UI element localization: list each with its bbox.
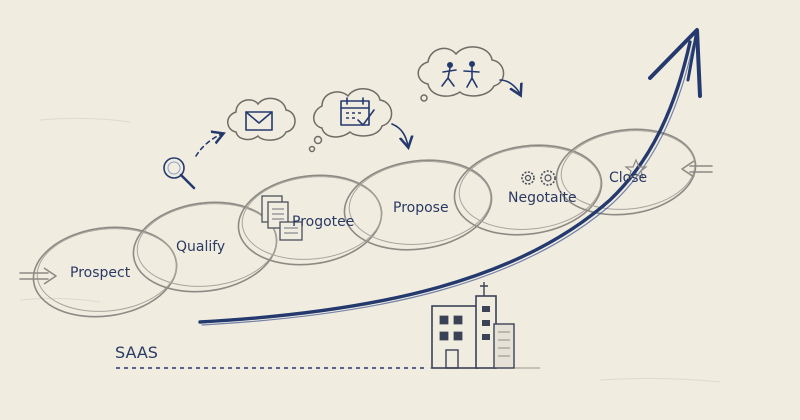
stage-label-prospect: Prospect — [70, 265, 131, 281]
stage-loop-propose — [343, 159, 493, 251]
stage-loop-close — [555, 128, 697, 216]
envelope-cloud — [227, 97, 296, 141]
magnifier-icon — [163, 157, 196, 190]
arrow-return-icon — [681, 160, 713, 178]
people-meeting-icon — [441, 61, 480, 88]
stage-loops — [32, 128, 697, 318]
growth-arrow — [198, 28, 702, 326]
stage-loop-negotiate — [453, 144, 603, 236]
stage-loop-progotee — [237, 174, 383, 266]
paper-texture — [19, 117, 721, 383]
building-icon — [431, 282, 515, 369]
star-icon — [624, 158, 648, 180]
calendar-check-icon — [340, 97, 375, 126]
stage-label-negotiate: Negotaite — [508, 190, 577, 206]
baseline-label: SAAS — [115, 343, 158, 362]
dashed-arrow-3 — [499, 79, 520, 94]
calendar-cloud — [308, 88, 393, 153]
stage-label-qualify: Qualify — [176, 239, 225, 255]
stage-label-progotee: Progotee — [292, 214, 354, 230]
people-cloud — [417, 46, 505, 102]
gears-icon — [521, 170, 556, 186]
envelope-icon — [245, 111, 273, 131]
arrow-in-icon — [19, 267, 57, 285]
dashed-arrow-2 — [391, 123, 408, 146]
documents-icon — [261, 195, 303, 241]
stage-label-propose: Propose — [393, 200, 449, 216]
dashed-arrow-1 — [195, 134, 222, 157]
stage-label-close: Close — [609, 170, 647, 186]
stage-loop-qualify — [132, 201, 278, 293]
stage-loop-prospect — [32, 226, 178, 318]
